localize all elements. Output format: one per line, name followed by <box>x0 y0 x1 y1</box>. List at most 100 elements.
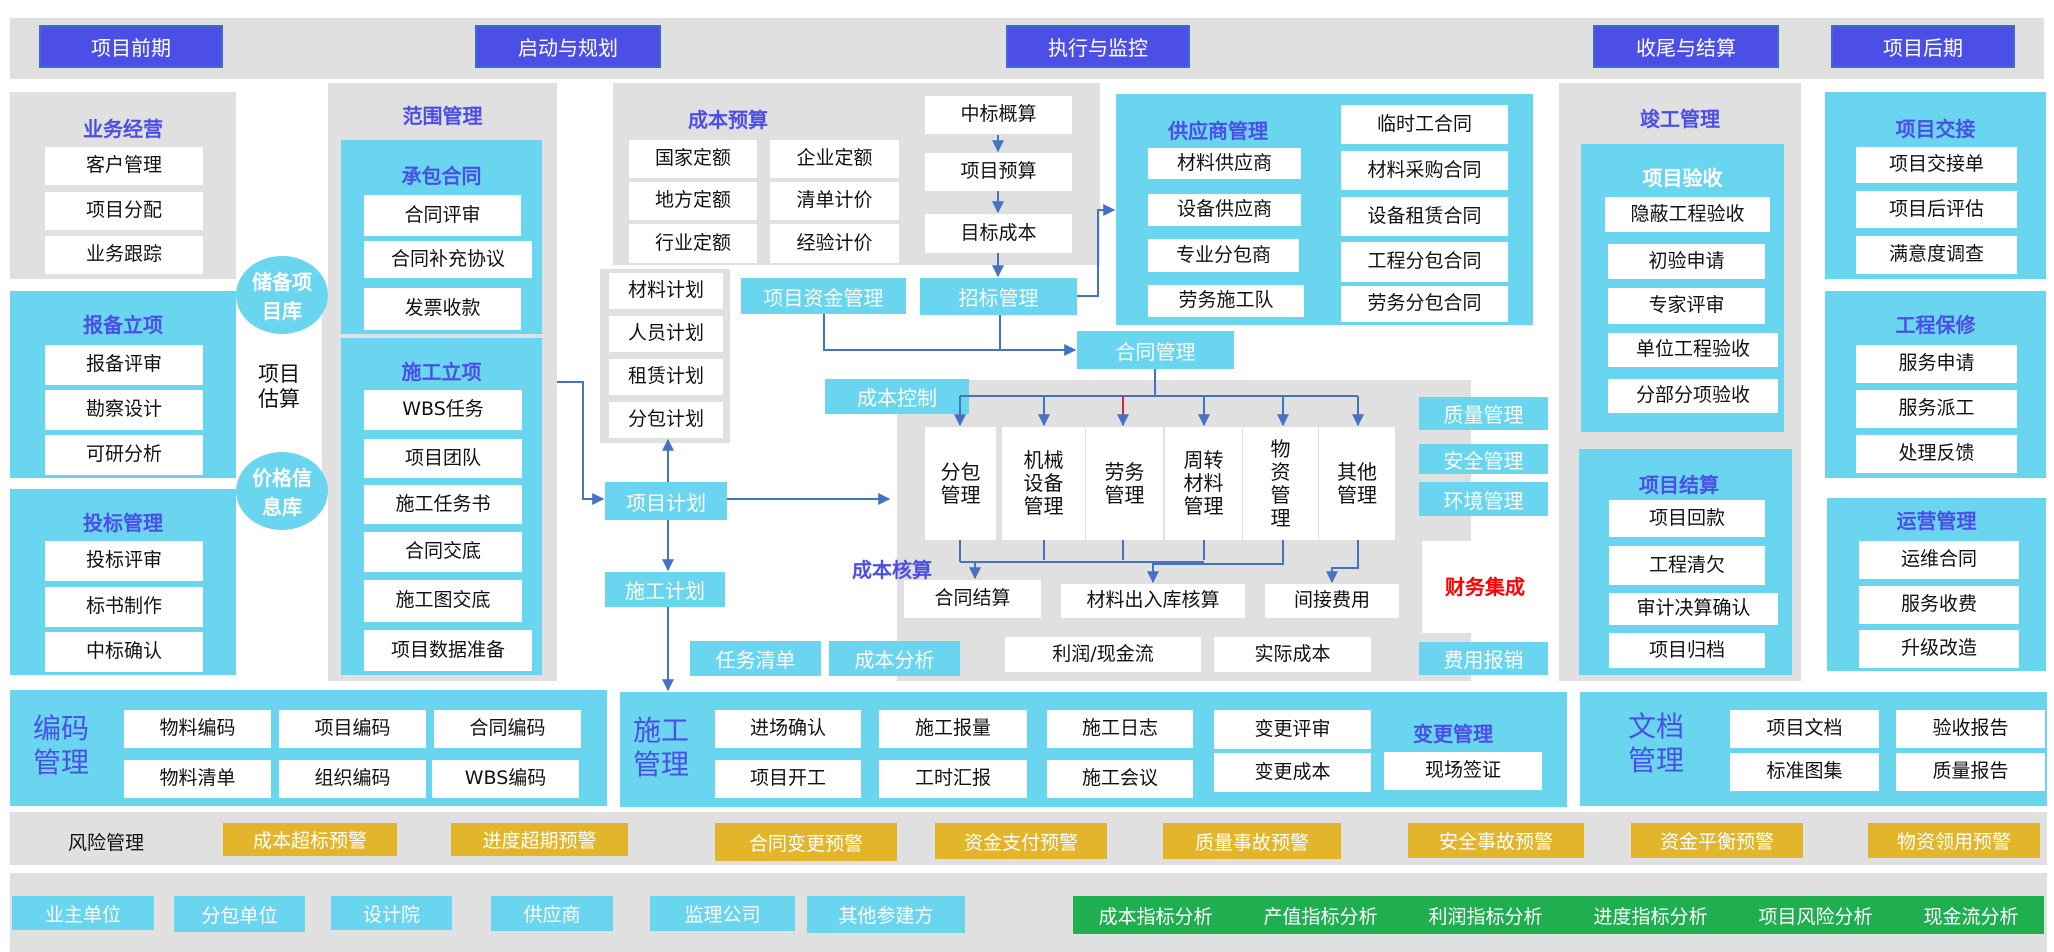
business-item[interactable]: 客户管理 <box>45 147 203 185</box>
supplier-item[interactable]: 材料供应商 <box>1148 148 1301 179</box>
project-plan-button[interactable]: 项目计划 <box>605 482 727 520</box>
supplier-item[interactable]: 专业分包商 <box>1148 239 1299 272</box>
coding-item[interactable]: WBS编码 <box>432 760 579 798</box>
handover-item[interactable]: 项目交接单 <box>1856 147 2017 183</box>
analysis-item[interactable]: 成本指标分析 <box>1098 905 1213 928</box>
stage-execution[interactable]: 执行与监控 <box>1006 25 1190 68</box>
settlement-item[interactable]: 项目回款 <box>1609 500 1765 537</box>
risk-alert[interactable]: 进度超期预警 <box>451 823 628 856</box>
docs-item[interactable]: 验收报告 <box>1896 710 2045 748</box>
analysis-item[interactable]: 进度指标分析 <box>1593 905 1708 928</box>
cost-accounting-item[interactable]: 材料出入库核算 <box>1061 584 1245 618</box>
cost-accounting-item[interactable]: 间接费用 <box>1265 584 1399 618</box>
construction-item[interactable]: 项目开工 <box>715 760 861 798</box>
cost-type[interactable]: 劳务管理 <box>1086 427 1163 540</box>
party-item[interactable]: 监理公司 <box>650 896 795 931</box>
setup-item[interactable]: 合同交底 <box>364 532 522 572</box>
operations-item[interactable]: 服务收费 <box>1859 586 2019 624</box>
party-item[interactable]: 设计院 <box>331 896 452 930</box>
contract-mgmt-button[interactable]: 合同管理 <box>1077 331 1234 369</box>
construction-item[interactable]: 施工报量 <box>879 710 1027 748</box>
contract-item[interactable]: 合同补充协议 <box>364 241 532 278</box>
environment-mgmt-button[interactable]: 环境管理 <box>1419 482 1548 516</box>
cost-control-button[interactable]: 成本控制 <box>825 379 969 414</box>
operations-item[interactable]: 升级改造 <box>1859 630 2019 668</box>
supplier-contract[interactable]: 工程分包合同 <box>1341 242 1508 282</box>
budget-item[interactable]: 经验计价 <box>770 224 899 263</box>
analysis-item[interactable]: 产值指标分析 <box>1263 905 1378 928</box>
risk-alert[interactable]: 资金平衡预警 <box>1631 823 1803 858</box>
settlement-item[interactable]: 审计决算确认 <box>1609 593 1778 625</box>
risk-alert[interactable]: 安全事故预警 <box>1408 823 1584 858</box>
filing-item[interactable]: 可研分析 <box>45 435 203 475</box>
acceptance-item[interactable]: 隐蔽工程验收 <box>1605 197 1770 232</box>
plan-item[interactable]: 材料计划 <box>609 273 723 309</box>
task-list-button[interactable]: 任务清单 <box>690 641 821 676</box>
settlement-item[interactable]: 项目归档 <box>1609 633 1765 668</box>
supplier-item[interactable]: 设备供应商 <box>1148 194 1301 226</box>
settlement-item[interactable]: 工程清欠 <box>1609 546 1765 585</box>
acceptance-item[interactable]: 单位工程验收 <box>1608 333 1778 367</box>
finance-integration[interactable]: 财务集成 <box>1422 541 1548 633</box>
budget-item[interactable]: 企业定额 <box>770 140 899 178</box>
operations-item[interactable]: 运维合同 <box>1859 541 2019 579</box>
acceptance-item[interactable]: 专家评审 <box>1608 288 1765 324</box>
stage-closing[interactable]: 收尾与结算 <box>1593 25 1779 68</box>
acceptance-item[interactable]: 分部分项验收 <box>1608 379 1778 413</box>
cost-type[interactable]: 分包管理 <box>925 427 996 540</box>
quality-mgmt-button[interactable]: 质量管理 <box>1419 397 1548 430</box>
cost-type[interactable]: 物资管理 <box>1243 427 1318 540</box>
cost-type[interactable]: 其他管理 <box>1319 427 1395 540</box>
analysis-item[interactable]: 利润指标分析 <box>1428 905 1543 928</box>
setup-item[interactable]: 施工图交底 <box>364 580 522 622</box>
construction-plan-button[interactable]: 施工计划 <box>605 572 725 607</box>
handover-item[interactable]: 满意度调查 <box>1856 236 2017 274</box>
warranty-item[interactable]: 服务申请 <box>1856 345 2017 383</box>
cost-accounting-item[interactable]: 合同结算 <box>904 580 1041 618</box>
bidding-item[interactable]: 中标确认 <box>45 632 203 672</box>
budget-item[interactable]: 行业定额 <box>629 224 757 263</box>
bid-estimate[interactable]: 中标概算 <box>925 96 1072 134</box>
analysis-item[interactable]: 项目风险分析 <box>1758 905 1873 928</box>
supplier-contract[interactable]: 材料采购合同 <box>1341 151 1508 190</box>
change-item[interactable]: 变更评审 <box>1214 710 1371 749</box>
coding-item[interactable]: 物料清单 <box>124 760 271 798</box>
warranty-item[interactable]: 处理反馈 <box>1856 435 2017 473</box>
party-item[interactable]: 业主单位 <box>12 896 154 930</box>
bidding-item[interactable]: 投标评审 <box>45 541 203 581</box>
risk-alert[interactable]: 合同变更预警 <box>715 823 897 861</box>
safety-mgmt-button[interactable]: 安全管理 <box>1419 444 1548 474</box>
fund-mgmt-button[interactable]: 项目资金管理 <box>741 278 906 314</box>
stage-post-project[interactable]: 项目后期 <box>1831 25 2015 68</box>
bidding-item[interactable]: 标书制作 <box>45 587 203 627</box>
budget-item[interactable]: 地方定额 <box>629 182 757 220</box>
docs-item[interactable]: 质量报告 <box>1896 753 2045 791</box>
reserve-project-db[interactable]: 储备项目库 <box>236 256 328 334</box>
budget-item[interactable]: 清单计价 <box>770 182 899 220</box>
setup-item[interactable]: WBS任务 <box>364 390 522 430</box>
party-item[interactable]: 其他参建方 <box>807 896 965 933</box>
supplier-contract[interactable]: 劳务分包合同 <box>1341 286 1508 322</box>
profit-cashflow[interactable]: 利润/现金流 <box>1005 637 1201 672</box>
risk-alert[interactable]: 质量事故预警 <box>1163 823 1341 859</box>
risk-alert[interactable]: 成本超标预警 <box>223 823 397 856</box>
warranty-item[interactable]: 服务派工 <box>1856 390 2017 428</box>
business-item[interactable]: 项目分配 <box>45 192 203 230</box>
coding-item[interactable]: 物料编码 <box>124 710 271 748</box>
cost-analysis-button[interactable]: 成本分析 <box>829 641 960 676</box>
construction-item[interactable]: 工时汇报 <box>879 760 1027 798</box>
target-cost[interactable]: 目标成本 <box>925 214 1072 253</box>
risk-alert[interactable]: 资金支付预警 <box>935 823 1107 859</box>
construction-item[interactable]: 进场确认 <box>715 710 861 748</box>
filing-item[interactable]: 报备评审 <box>45 345 203 385</box>
construction-item[interactable]: 施工会议 <box>1047 760 1193 798</box>
contract-item[interactable]: 合同评审 <box>364 195 521 236</box>
supplier-contract[interactable]: 临时工合同 <box>1341 105 1508 144</box>
supplier-item[interactable]: 劳务施工队 <box>1148 285 1304 317</box>
cost-type[interactable]: 机械设备管理 <box>1002 427 1085 540</box>
coding-item[interactable]: 合同编码 <box>434 710 581 748</box>
actual-cost[interactable]: 实际成本 <box>1214 637 1371 672</box>
business-item[interactable]: 业务跟踪 <box>45 236 203 274</box>
plan-item[interactable]: 租赁计划 <box>609 359 723 395</box>
risk-alert[interactable]: 物资领用预警 <box>1868 823 2040 858</box>
